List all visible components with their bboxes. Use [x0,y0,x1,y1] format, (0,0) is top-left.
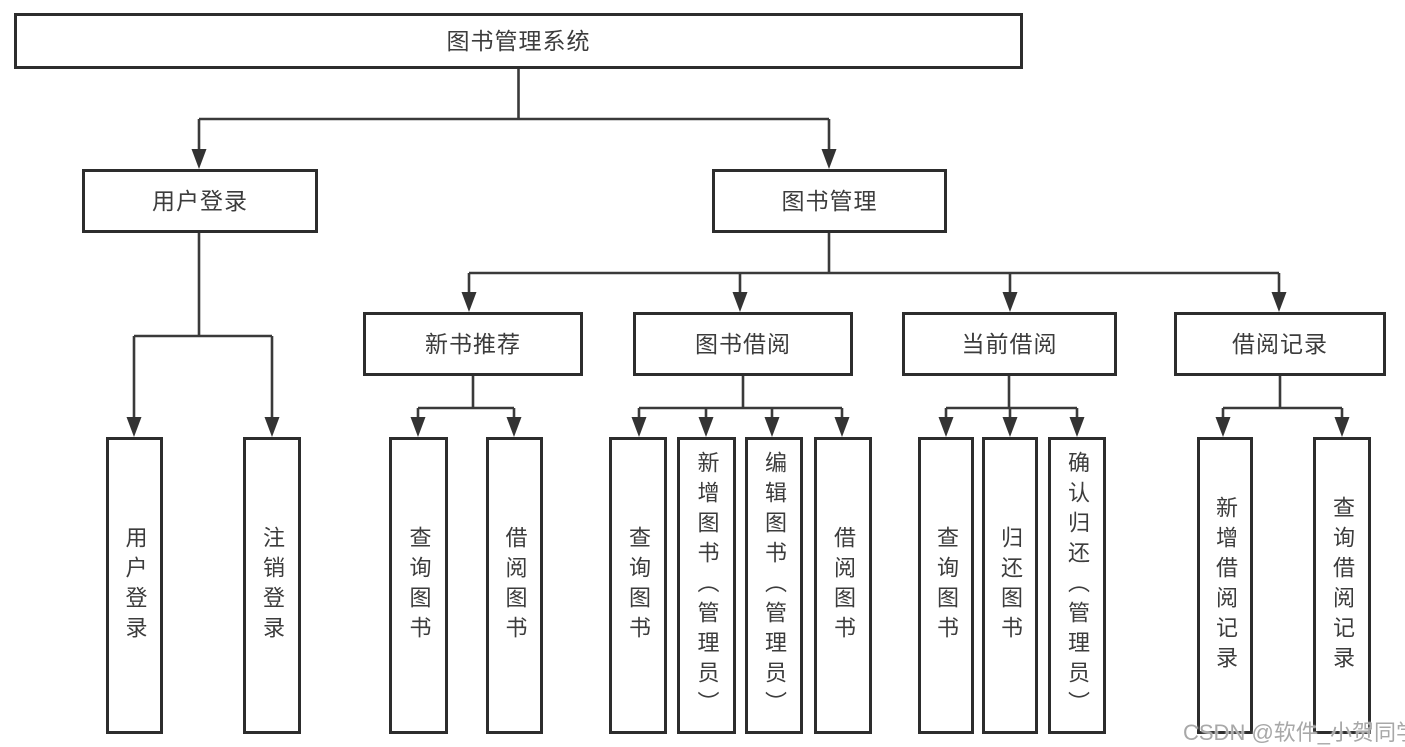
leaf-confirm-return-admin: 确认归还（管理员） [1048,437,1106,734]
csdn-watermark: CSDN @软件_小贺同学 [1183,720,1405,745]
leaf-label: 注销登录 [260,525,285,646]
leaf-logout: 注销登录 [243,437,301,734]
leaf-query-books-borrow: 查询图书 [609,437,667,734]
node-book-borrow: 图书借阅 [633,312,853,376]
leaf-label: 用户登录 [122,525,148,646]
leaf-label: 新增借阅记录 [1213,495,1238,676]
leaf-label: 编辑图书（管理员） [762,450,787,721]
leaf-add-book-admin: 新增图书（管理员） [677,437,736,734]
node-user-login: 用户登录 [82,169,318,233]
leaf-add-borrow-record: 新增借阅记录 [1197,437,1253,734]
leaf-borrow-books: 借阅图书 [814,437,872,734]
leaf-label: 借阅图书 [502,525,528,646]
leaf-user-login: 用户登录 [106,437,163,734]
leaf-label: 借阅图书 [831,525,856,646]
node-current-borrow: 当前借阅 [902,312,1117,376]
leaf-edit-book-admin: 编辑图书（管理员） [745,437,803,734]
leaf-label: 归还图书 [998,525,1023,646]
leaf-label: 查询图书 [406,525,432,646]
node-new-book-recommend: 新书推荐 [363,312,583,376]
node-borrow-records: 借阅记录 [1174,312,1386,376]
leaf-borrow-books-recommend: 借阅图书 [486,437,543,734]
node-library-management-system: 图书管理系统 [14,13,1023,69]
leaf-return-book: 归还图书 [982,437,1038,734]
leaf-query-books-recommend: 查询图书 [389,437,448,734]
leaf-label: 查询图书 [626,525,651,646]
leaf-label: 查询图书 [934,525,959,646]
leaf-query-borrow-record: 查询借阅记录 [1313,437,1371,734]
leaf-label: 新增图书（管理员） [694,450,720,721]
leaf-label: 查询借阅记录 [1330,495,1355,676]
node-book-management: 图书管理 [712,169,947,233]
leaf-query-books-current: 查询图书 [918,437,974,734]
leaf-label: 确认归还（管理员） [1065,450,1090,721]
